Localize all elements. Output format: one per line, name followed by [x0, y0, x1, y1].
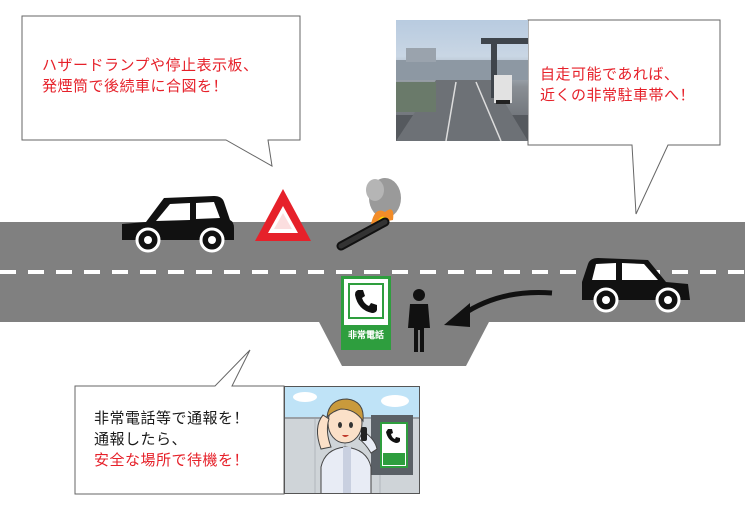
emergency-phone-icon: 非常電話: [341, 276, 391, 350]
callout-line: 通報したら、: [94, 430, 188, 448]
car-icon: [582, 258, 690, 313]
callout-bubble-bottom-left: [74, 349, 285, 495]
highway-photo-drawing: [396, 38, 528, 141]
caller-illustration: [284, 386, 420, 494]
warning-triangle-icon: [255, 189, 311, 241]
callout-line: 自走可能であれば、: [540, 65, 680, 83]
callout-text-top-left: ハザードランプや停止表示板、 発煙筒で後続車に合図を！: [42, 55, 259, 97]
arrow-icon: [444, 290, 553, 327]
callout-bubble-top-left: [21, 15, 301, 167]
callout-line: 非常電話等で通報を！: [94, 409, 250, 427]
callout-line: 安全な場所で待機を！: [94, 451, 250, 469]
callout-text-top-right: 自走可能であれば、 近くの非常駐車帯へ！: [540, 64, 695, 106]
phone-icon: [355, 290, 377, 313]
caller-illustration-drawing: [285, 392, 419, 493]
highway-photo: [396, 20, 528, 141]
callout-line: 発煙筒で後続車に合図を！: [42, 77, 229, 95]
phone-icon-frame: [348, 283, 384, 319]
emergency-phone-label: 非常電話: [344, 325, 388, 347]
callout-text-bottom-left: 非常電話等で通報を！ 通報したら、 安全な場所で待機を！: [94, 408, 249, 471]
flare-icon: [336, 178, 401, 251]
callout-line: ハザードランプや停止表示板、: [42, 56, 259, 74]
person-icon: [408, 289, 430, 352]
callout-line: 近くの非常駐車帯へ！: [540, 86, 696, 104]
callout-bubble-top-right: [527, 19, 721, 215]
car-icon: [122, 196, 234, 253]
